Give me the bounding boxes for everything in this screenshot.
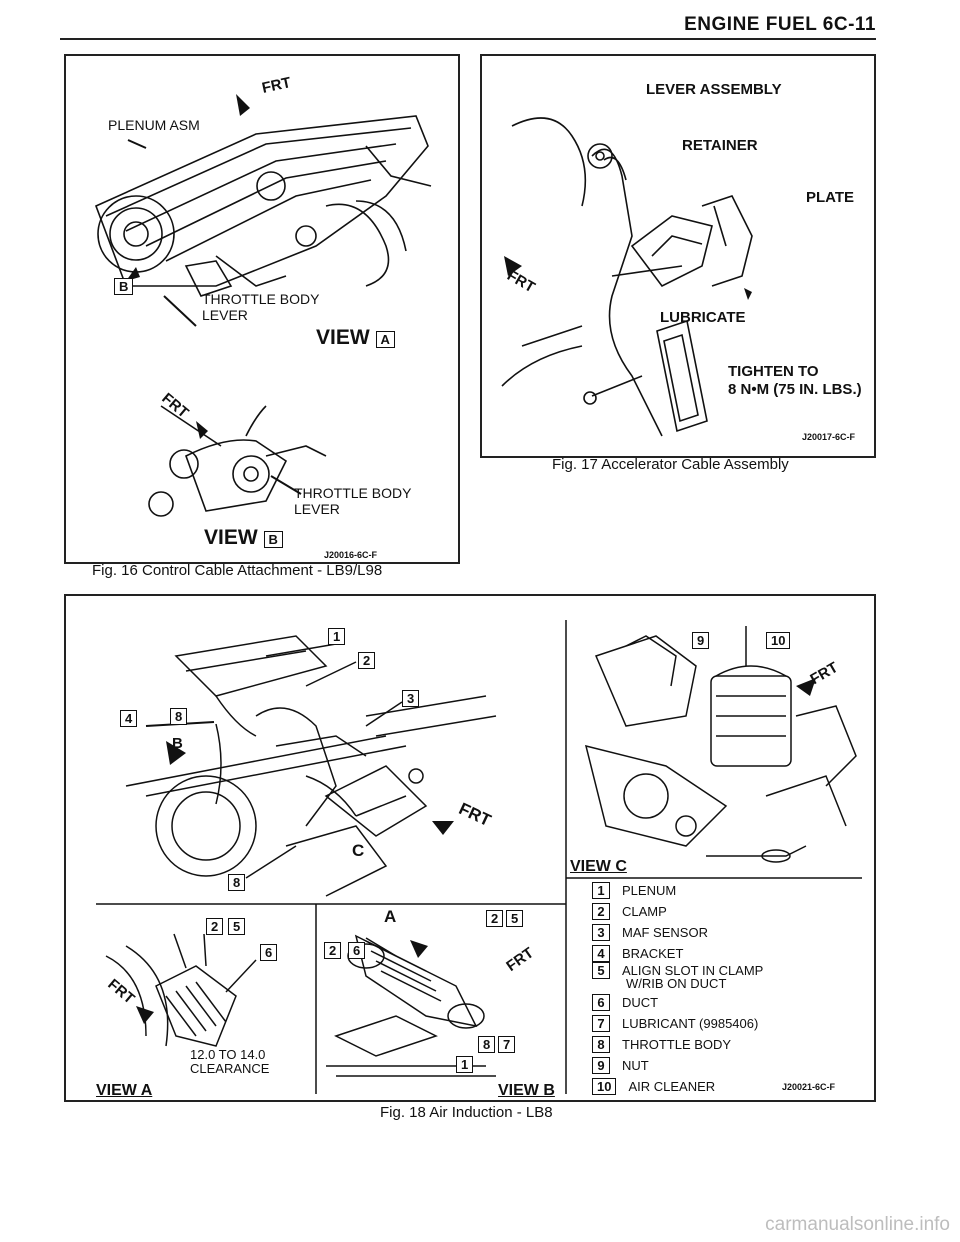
callout-1-view-b: 1 xyxy=(456,1056,474,1073)
fig18-caption: Fig. 18 Air Induction - LB8 xyxy=(380,1104,553,1121)
throttle-lever-label-b-1: THROTTLE BODY xyxy=(294,485,412,501)
plate-label: PLATE xyxy=(806,189,855,206)
fig17-caption: Fig. 17 Accelerator Cable Assembly xyxy=(552,456,789,473)
callout-4: 4 xyxy=(120,710,138,727)
callout-8-plenum: 8 xyxy=(170,708,188,725)
marker-c: C xyxy=(352,841,365,860)
callout-8-view-b: 8 xyxy=(478,1036,496,1053)
marker-a: A xyxy=(384,907,397,926)
callout-6-view-a: 6 xyxy=(260,944,278,961)
view-b-text: VIEW xyxy=(204,526,258,549)
view-a-title: VIEW A xyxy=(316,326,395,350)
clearance-label-2: CLEARANCE xyxy=(190,1061,270,1076)
callout-1: 1 xyxy=(328,628,346,645)
clearance-label-1: 12.0 TO 14.0 xyxy=(190,1047,266,1062)
b-marker: B xyxy=(114,278,134,295)
fig16-caption: Fig. 16 Control Cable Attachment - LB9/L… xyxy=(92,562,383,579)
retainer-label: RETAINER xyxy=(682,137,758,154)
view-b-label: VIEW B xyxy=(498,1082,555,1099)
callout-5-view-b-top: 5 xyxy=(506,910,524,927)
throttle-lever-label-a-2: LEVER xyxy=(202,307,248,323)
fig18-panel: 1 2 3 4 8 9 10 6 2 5 2 6 8 7 1 2 5 8 B C… xyxy=(64,594,876,1102)
view-a-box: A xyxy=(375,331,395,348)
lubricate-label: LUBRICATE xyxy=(660,309,746,326)
callout-5-view-a: 5 xyxy=(228,918,246,935)
tighten-label-1: TIGHTEN TO xyxy=(728,363,819,380)
callout-10: 10 xyxy=(766,632,791,649)
throttle-lever-label-a-1: THROTTLE BODY xyxy=(202,291,320,307)
fig16-illustration xyxy=(94,94,432,517)
callout-6-view-b: 6 xyxy=(348,942,366,959)
throttle-lever-label-b-2: LEVER xyxy=(294,501,340,517)
callout-7-view-b: 7 xyxy=(498,1036,516,1053)
callout-2-view-b: 2 xyxy=(324,942,342,959)
view-a-text: VIEW xyxy=(316,326,370,349)
page-header-title: ENGINE FUEL 6C-11 xyxy=(684,14,876,35)
fig17-code: J20017-6C-F xyxy=(802,432,856,442)
marker-b: B xyxy=(172,735,183,752)
callout-2: 2 xyxy=(358,652,376,669)
view-b-box: B xyxy=(263,531,283,548)
fig17-panel: LEVER ASSEMBLY RETAINER PLATE FRT LUBRIC… xyxy=(480,54,876,458)
fig18-illustration xyxy=(96,620,862,1094)
view-b-title: VIEW B xyxy=(204,526,283,550)
callout-2-view-b-top: 2 xyxy=(486,910,504,927)
header-rule xyxy=(60,38,876,40)
callout-3: 3 xyxy=(402,690,420,707)
callout-8: 8 xyxy=(228,874,246,891)
lever-assembly-label: LEVER ASSEMBLY xyxy=(646,81,782,98)
legend-item-continued: W/RIB ON DUCT xyxy=(626,976,727,991)
view-c-label: VIEW C xyxy=(570,858,627,875)
fig17-illustration xyxy=(501,117,753,437)
callout-9: 9 xyxy=(692,632,710,649)
callout-2-view-a: 2 xyxy=(206,918,224,935)
view-a-label: VIEW A xyxy=(96,1082,153,1099)
watermark: carmanualsonline.info xyxy=(765,1214,950,1235)
fig18-code: J20021-6C-F xyxy=(782,1082,836,1092)
tighten-label-2: 8 N•m (75 IN. LBS.) xyxy=(728,381,862,398)
plenum-label: PLENUM ASM xyxy=(108,117,200,133)
fig16-code: J20016-6C-F xyxy=(324,550,378,560)
fig16-panel: PLENUM ASM FRT B THROTTLE BODY LEVER VIE… xyxy=(64,54,460,564)
